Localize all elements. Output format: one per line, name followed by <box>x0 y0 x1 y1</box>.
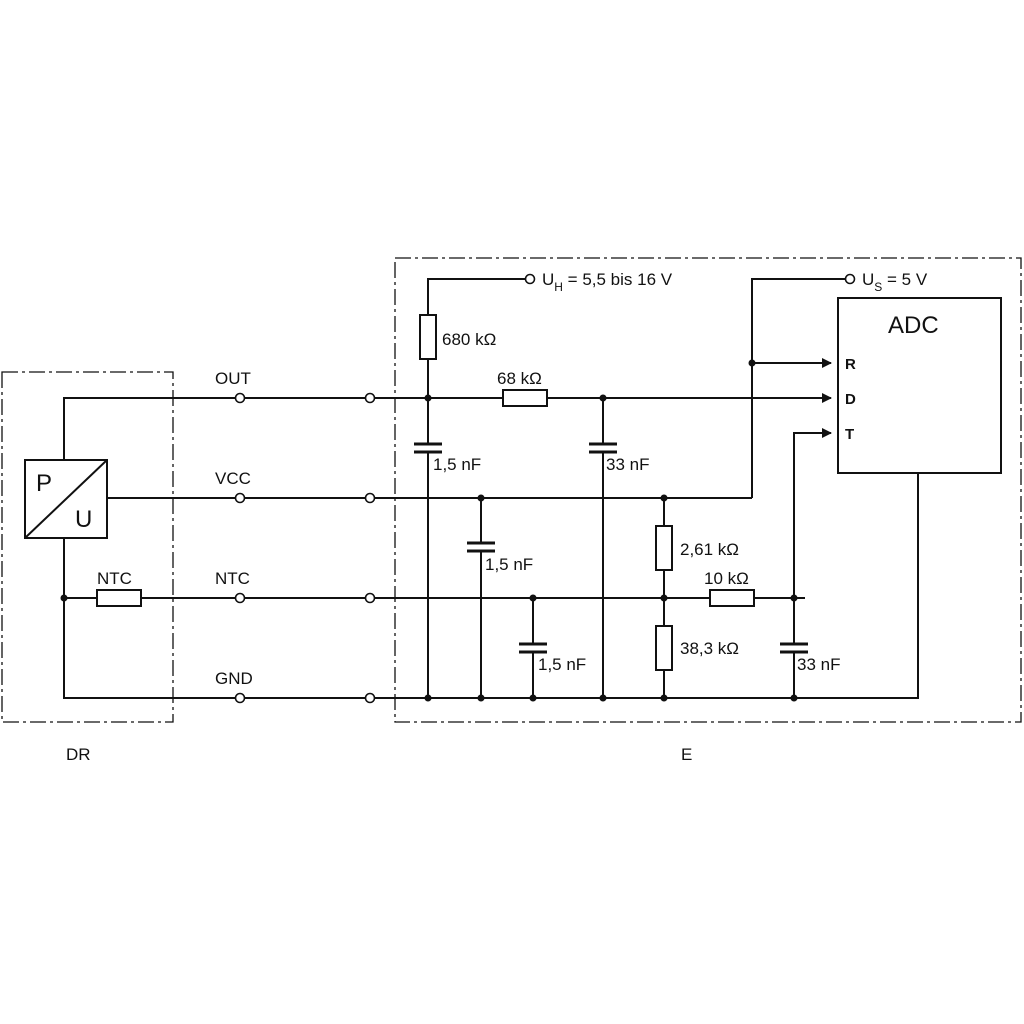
line-gnd-label: GND <box>215 669 253 688</box>
resistor-10k <box>709 589 755 607</box>
resistor-680k-label: 680 kΩ <box>442 330 496 349</box>
line-ntc: NTC <box>215 569 710 604</box>
ntc-thermistor <box>96 589 142 607</box>
adc-block: ADC R D T <box>837 297 1002 474</box>
capacitor-33n-b-label: 33 nF <box>797 655 840 674</box>
resistor-38-3k-label: 38,3 kΩ <box>680 639 739 658</box>
capacitor-vcc-label: 1,5 nF <box>485 555 533 574</box>
adc-pin-t: T <box>845 426 854 443</box>
capacitor-out-label: 1,5 nF <box>433 455 481 474</box>
transducer-symbol-bottom: U <box>75 506 92 533</box>
supply-uh-label: UH = 5,5 bis 16 V <box>542 270 673 294</box>
adc-pin-d: D <box>845 391 856 408</box>
line-gnd: GND <box>215 473 919 704</box>
adc-pin-r: R <box>845 356 856 373</box>
ecu-block-label: E <box>681 745 692 764</box>
transducer-symbol-top: P <box>36 470 52 497</box>
capacitor-ntc-label: 1,5 nF <box>538 655 586 674</box>
resistor-68k <box>502 389 548 407</box>
line-vcc: VCC <box>215 469 752 504</box>
capacitor-33n-a-label: 33 nF <box>606 455 649 474</box>
line-vcc-label: VCC <box>215 469 251 488</box>
pressure-voltage-transducer: P U <box>24 459 108 539</box>
resistor-2-61k-label: 2,61 kΩ <box>680 540 739 559</box>
line-out-label: OUT <box>215 369 251 388</box>
resistor-10k-label: 10 kΩ <box>704 569 749 588</box>
ntc-thermistor-label: NTC <box>97 569 132 588</box>
resistor-38-3k <box>655 625 673 671</box>
sensor-boundary <box>1 371 174 723</box>
ecu-boundary <box>394 257 1022 723</box>
resistor-68k-label: 68 kΩ <box>497 369 542 388</box>
supply-us-label: US = 5 V <box>862 270 928 294</box>
line-ntc-label: NTC <box>215 569 250 588</box>
resistor-680k <box>419 314 437 360</box>
line-out: OUT <box>215 369 503 404</box>
adc-title: ADC <box>888 312 939 339</box>
resistor-2-61k <box>655 525 673 571</box>
sensor-block-label: DR <box>66 745 91 764</box>
